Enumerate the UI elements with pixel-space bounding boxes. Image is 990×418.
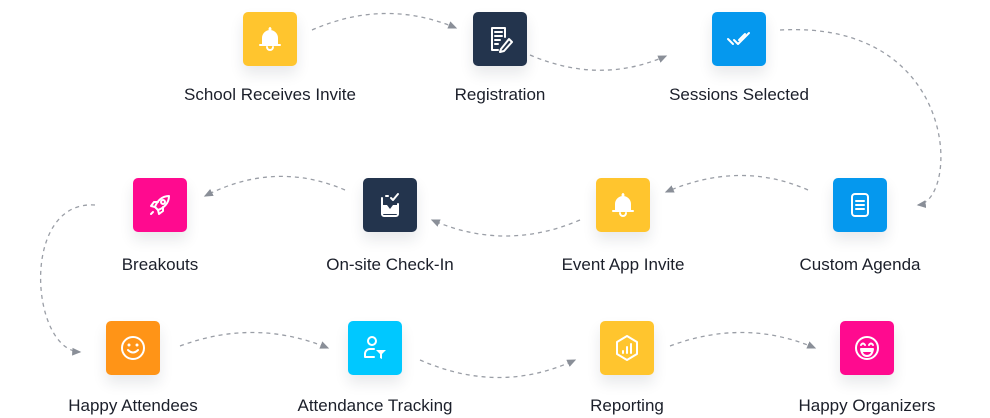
arrow-2 [529, 54, 668, 71]
step-tile-attendance-tracking [348, 321, 402, 375]
step-label: School Receives Invite [184, 85, 356, 104]
laugh-icon [855, 336, 879, 360]
arrow-10 [669, 331, 817, 349]
step-label: Attendance Tracking [297, 396, 453, 415]
step-tile-reporting [600, 321, 654, 375]
arrow-9 [419, 359, 577, 379]
step-label: On-site Check-In [326, 255, 454, 274]
arrow-1 [311, 12, 458, 31]
document-list-icon [851, 193, 869, 217]
step-label: Reporting [590, 396, 664, 415]
arrow-6 [203, 175, 346, 197]
arrow-3 [779, 29, 942, 208]
arrow-8 [179, 331, 330, 349]
step-tile-on-site-check-in [363, 178, 417, 232]
inbox-check-icon [381, 193, 399, 217]
step-tile-breakouts [133, 178, 187, 232]
arrow-5 [430, 219, 581, 237]
step-label: Breakouts [121, 255, 199, 274]
step-tile-sessions-selected [712, 12, 766, 66]
form-edit-icon [491, 27, 513, 53]
step-label: Happy Attendees [68, 396, 198, 415]
step-tile-custom-agenda [833, 178, 887, 232]
rocket-icon [150, 195, 170, 215]
step-label: Happy Organizers [798, 396, 936, 415]
step-label: Registration [454, 85, 546, 104]
bell-icon [612, 193, 634, 217]
step-tile-happy-attendees [106, 321, 160, 375]
step-tile-happy-organizers [840, 321, 894, 375]
bell-icon [259, 27, 281, 51]
step-tile-event-app-invite [596, 178, 650, 232]
user-filter-icon [364, 336, 386, 359]
chart-hexagon-icon [616, 335, 638, 361]
double-check-icon [727, 32, 750, 45]
step-tile-registration [473, 12, 527, 66]
arrow-7 [40, 204, 96, 356]
arrow-4 [664, 174, 809, 193]
step-label: Event App Invite [561, 255, 685, 274]
smile-icon [121, 336, 145, 360]
step-tile-school-receives-invite [243, 12, 297, 66]
step-label: Custom Agenda [799, 255, 921, 274]
step-label: Sessions Selected [669, 85, 809, 104]
